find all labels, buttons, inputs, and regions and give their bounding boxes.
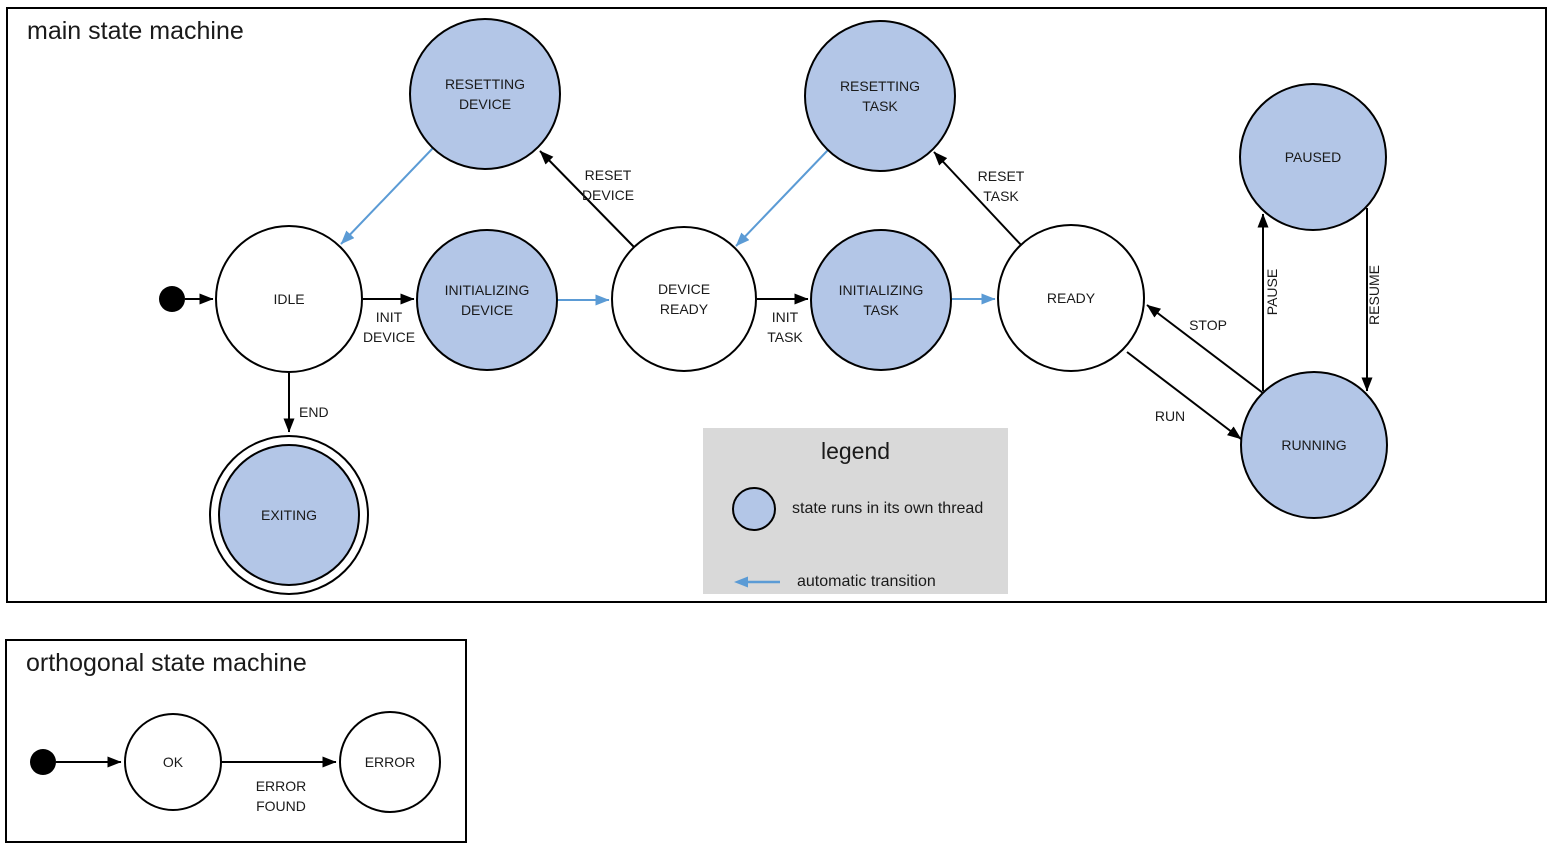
transition-label-paused-to-running: RESUME <box>1366 265 1382 325</box>
state-label-error: ERROR <box>365 754 416 770</box>
state-label-ready: READY <box>1047 290 1096 306</box>
legend-panel: legend state runs in its own thread auto… <box>703 428 1008 594</box>
orthogonal-state-machine-title: orthogonal state machine <box>26 649 307 677</box>
transition-idle-to-exiting: END <box>283 373 329 433</box>
transition-paused-to-running: RESUME <box>1361 208 1382 392</box>
state-label-idle: IDLE <box>273 291 304 307</box>
transition-resetting-device-to-idle <box>340 147 434 245</box>
state-label-running: RUNNING <box>1281 437 1346 453</box>
state-idle: IDLE <box>215 225 363 373</box>
automatic-transition-arrow-icon <box>734 576 780 588</box>
state-paused: PAUSED <box>1239 83 1387 231</box>
transition-label-running-to-ready: STOP <box>1189 317 1227 333</box>
legend-title: legend <box>820 438 891 464</box>
legend-automatic-transition-label: automatic transition <box>797 573 936 590</box>
threaded-state-icon <box>732 487 776 531</box>
state-label-ok: OK <box>163 754 184 770</box>
main-state-machine-title: main state machine <box>27 17 244 45</box>
state-running: RUNNING <box>1240 371 1388 519</box>
transition-label-running-to-paused: PAUSE <box>1264 269 1280 315</box>
legend-item-automatic-transition: automatic transition <box>734 573 936 591</box>
transition-label-ready-to-running: RUN <box>1155 408 1185 424</box>
state-ready: READY <box>997 224 1145 372</box>
initial-state-dot <box>30 749 122 775</box>
state-ok: OK <box>124 713 222 811</box>
legend-threaded-state-label: state runs in its own thread <box>792 500 984 517</box>
transition-label-idle-to-exiting: END <box>299 404 329 420</box>
transition-running-to-ready: STOP <box>1146 304 1264 394</box>
transition-running-to-paused: PAUSE <box>1257 213 1280 391</box>
initial-state-dot <box>159 286 214 312</box>
state-label-exiting: EXITING <box>261 507 317 523</box>
state-label-paused: PAUSED <box>1285 149 1342 165</box>
state-exiting: EXITING <box>209 435 369 595</box>
transition-resetting-task-to-device-ready <box>735 149 829 247</box>
state-error: ERROR <box>339 711 441 813</box>
main-state-machine-panel: main state machine <box>6 7 1547 603</box>
legend-item-threaded-state: state runs in its own thread <box>732 487 983 531</box>
orthogonal-state-machine-panel: orthogonal state machine <box>5 639 467 843</box>
transition-ready-to-running: RUN <box>1126 351 1242 440</box>
